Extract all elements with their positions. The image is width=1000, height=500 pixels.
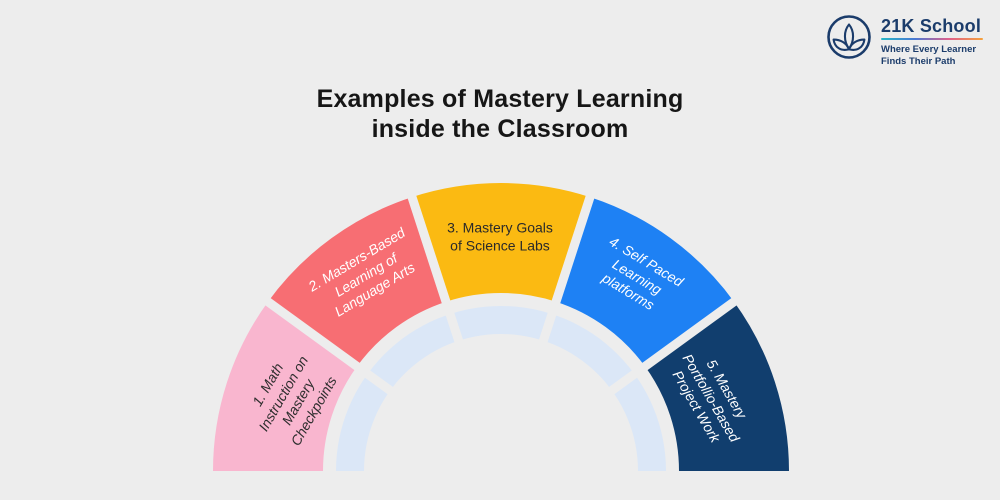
segment-gap-line xyxy=(251,288,407,405)
segment-gap-line xyxy=(595,288,751,405)
brand-name: 21K School xyxy=(881,16,982,36)
21k-school-logo: 21K School Where Every Learner Finds The… xyxy=(826,14,983,68)
segment-3-label: 3. Mastery Goals of Science Labs xyxy=(447,219,553,254)
logo-text-block: 21K School Where Every Learner Finds The… xyxy=(881,14,983,68)
segment-3-arc xyxy=(412,183,590,302)
page-title: Examples of Mastery Learning inside the … xyxy=(316,85,684,143)
segment-gap-line xyxy=(402,179,469,359)
brand-gradient-divider xyxy=(881,38,983,40)
segment-2-arc xyxy=(268,197,446,367)
lotus-logo-icon xyxy=(827,15,871,59)
inner-ring-arc xyxy=(336,306,666,471)
brand-tagline: Where Every Learner Finds Their Path xyxy=(881,44,977,67)
segment-gap-line xyxy=(533,179,600,359)
segment-4-arc xyxy=(556,197,734,367)
